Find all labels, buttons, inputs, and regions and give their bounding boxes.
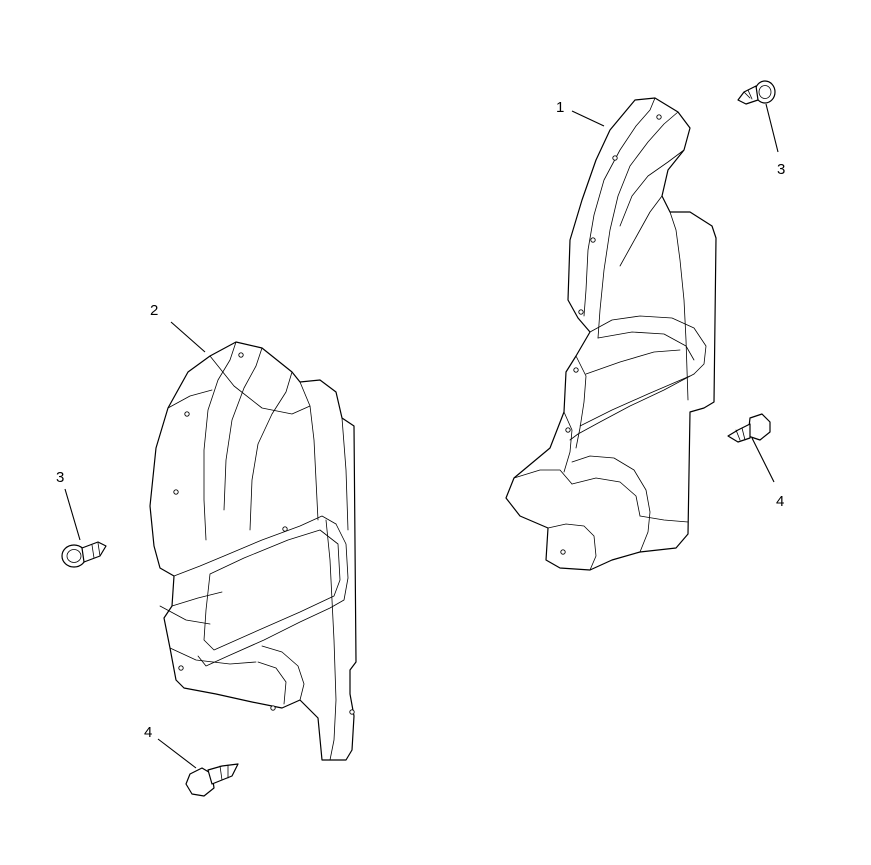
part-4-bolt-left bbox=[185, 763, 239, 797]
part-3-push-rivet-left bbox=[61, 541, 107, 568]
leader-line-3-right bbox=[765, 103, 779, 153]
callout-2: 2 bbox=[150, 302, 158, 319]
callout-3-right: 3 bbox=[777, 161, 785, 178]
callout-3-left: 3 bbox=[56, 469, 64, 486]
leader-line-4-right bbox=[751, 437, 775, 483]
callout-4-right: 4 bbox=[776, 493, 784, 510]
leader-line-1 bbox=[571, 110, 605, 127]
leader-line-2 bbox=[170, 321, 206, 353]
leader-line-3-left bbox=[64, 488, 81, 541]
part-3-push-rivet-right bbox=[737, 80, 776, 105]
leader-line-4-left bbox=[157, 738, 197, 769]
part-1-deflector bbox=[505, 97, 717, 571]
part-4-bolt-right bbox=[727, 413, 771, 443]
callout-4-left: 4 bbox=[144, 724, 152, 741]
part-2-deflector bbox=[149, 341, 357, 761]
callout-1: 1 bbox=[556, 99, 564, 116]
